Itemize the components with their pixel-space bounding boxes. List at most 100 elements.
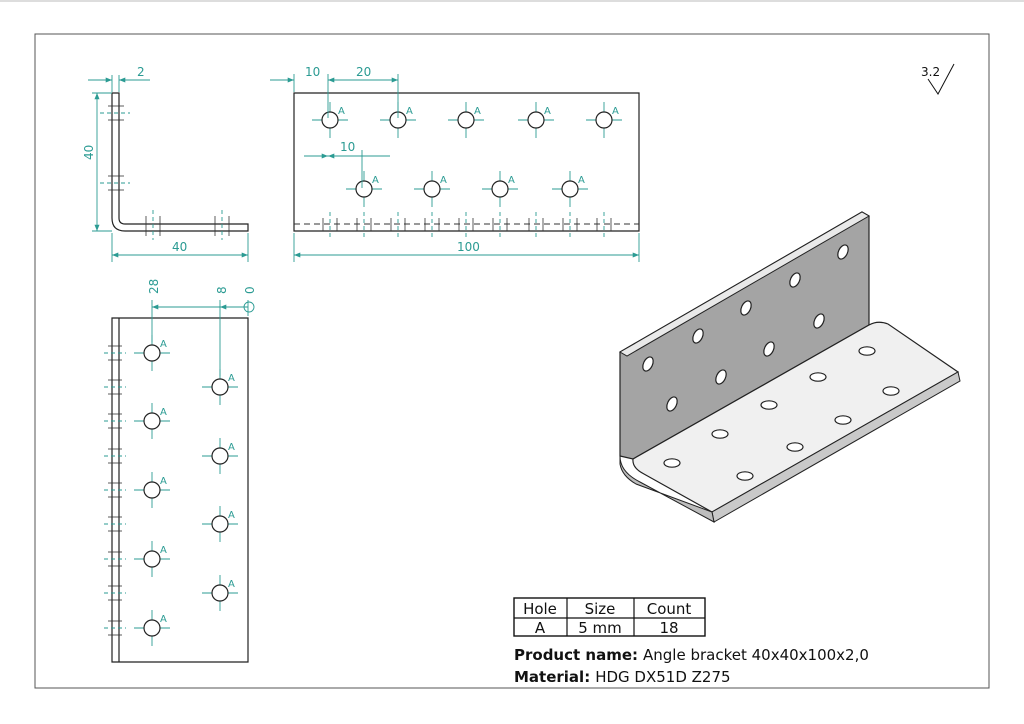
iso-hole xyxy=(813,313,825,329)
hole-table-header-hole: Hole xyxy=(523,600,557,618)
hole-symbol: A xyxy=(134,472,170,508)
dim-width: 40 xyxy=(172,240,187,254)
hole-table-cell: A xyxy=(535,619,546,637)
hole-tag-label: A xyxy=(228,510,235,521)
dim-length: 100 xyxy=(457,240,480,254)
hole-tag-label: A xyxy=(612,106,619,117)
hole-tag-label: A xyxy=(160,339,167,350)
hole-table-cell: 18 xyxy=(659,619,678,637)
dim-pitch: 20 xyxy=(356,65,371,79)
hole-circle xyxy=(355,180,373,198)
iso-hole xyxy=(837,244,849,260)
dim-height: 40 xyxy=(82,145,96,160)
hole-tag-label: A xyxy=(228,373,235,384)
product-name-label: Product name: xyxy=(514,646,638,664)
hole-symbol: A xyxy=(202,438,238,474)
hole-tag-label: A xyxy=(406,106,413,117)
hole-circle xyxy=(211,447,229,465)
hole-tag-label: A xyxy=(228,579,235,590)
hole-table-header-size: Size xyxy=(585,600,616,618)
hole-symbol: A xyxy=(414,171,450,207)
hole-tag-label: A xyxy=(160,614,167,625)
iso-hole xyxy=(715,369,727,385)
hole-symbol: A xyxy=(134,610,170,646)
material-line: Material: HDG DX51D Z275 xyxy=(514,668,731,686)
hole-symbol: A xyxy=(552,171,588,207)
dim-edge-offset: 10 xyxy=(305,65,320,79)
hole-symbol: A xyxy=(482,171,518,207)
hole-tag-label: A xyxy=(338,106,345,117)
hole-table-cell: 5 mm xyxy=(578,619,622,637)
iso-hole xyxy=(882,386,900,396)
sheet-border xyxy=(34,33,990,689)
origin-symbol xyxy=(243,301,255,313)
hole-tag-label: A xyxy=(160,407,167,418)
dim-thickness: 2 xyxy=(137,65,145,79)
hole-table: Hole Size Count A 5 mm 18 xyxy=(513,597,706,637)
hole-symbol: A xyxy=(380,102,416,138)
hole-tag-label: A xyxy=(228,442,235,453)
hole-symbol: A xyxy=(586,102,622,138)
iso-hole xyxy=(760,400,778,410)
front-view: 2 40 40 xyxy=(82,65,249,262)
hole-circle xyxy=(143,344,161,362)
iso-hole xyxy=(809,372,827,382)
iso-hole xyxy=(642,356,654,372)
l-profile-outline xyxy=(111,92,249,232)
hole-symbol: A xyxy=(346,171,382,207)
iso-hole xyxy=(666,396,678,412)
hole-tag-label: A xyxy=(440,175,447,186)
hole-circle xyxy=(321,111,339,129)
hole-circle xyxy=(527,111,545,129)
iso-hole xyxy=(786,442,804,452)
hole-circle xyxy=(595,111,613,129)
iso-hole xyxy=(711,429,729,439)
iso-hole xyxy=(663,458,681,468)
iso-hole xyxy=(763,341,775,357)
dim-col2: 8 xyxy=(215,286,229,294)
product-name-value: Angle bracket 40x40x100x2,0 xyxy=(643,646,869,664)
hole-circle xyxy=(211,515,229,533)
hole-tag-label: A xyxy=(372,175,379,186)
hole-circle xyxy=(143,619,161,637)
dim-row2-offset: 10 xyxy=(340,140,355,154)
hole-circle xyxy=(423,180,441,198)
side-view-hole-col-2: A A A A xyxy=(202,369,238,611)
roughness-symbol: 3.2 xyxy=(921,63,955,95)
hole-symbol: A xyxy=(518,102,554,138)
hole-symbol: A xyxy=(202,506,238,542)
material-value: HDG DX51D Z275 xyxy=(595,668,730,686)
hole-tag-label: A xyxy=(474,106,481,117)
hole-tag-label: A xyxy=(544,106,551,117)
hole-symbol: A xyxy=(134,403,170,439)
dim-origin: 0 xyxy=(243,286,257,294)
hole-symbol: A xyxy=(134,541,170,577)
iso-hole xyxy=(740,300,752,316)
hole-circle xyxy=(491,180,509,198)
hole-circle xyxy=(211,584,229,602)
iso-hole xyxy=(789,272,801,288)
iso-hole xyxy=(834,415,852,425)
top-view-hidden-ticks xyxy=(322,212,612,240)
roughness-value: 3.2 xyxy=(921,65,940,79)
hole-circle xyxy=(457,111,475,129)
hole-circle xyxy=(143,481,161,499)
hole-circle xyxy=(143,412,161,430)
hole-circle xyxy=(211,378,229,396)
iso-hole xyxy=(736,471,754,481)
hole-circle xyxy=(143,550,161,568)
hole-symbol: A xyxy=(448,102,484,138)
product-info: Product name: Angle bracket 40x40x100x2,0… xyxy=(514,646,869,686)
iso-hole xyxy=(692,328,704,344)
hole-circle xyxy=(561,180,579,198)
hole-symbol: A xyxy=(312,102,348,138)
iso-hole xyxy=(858,346,876,356)
hole-table-header-count: Count xyxy=(647,600,692,618)
isometric-holes xyxy=(642,244,900,481)
material-label: Material: xyxy=(514,668,590,686)
flange-outline xyxy=(293,92,640,232)
